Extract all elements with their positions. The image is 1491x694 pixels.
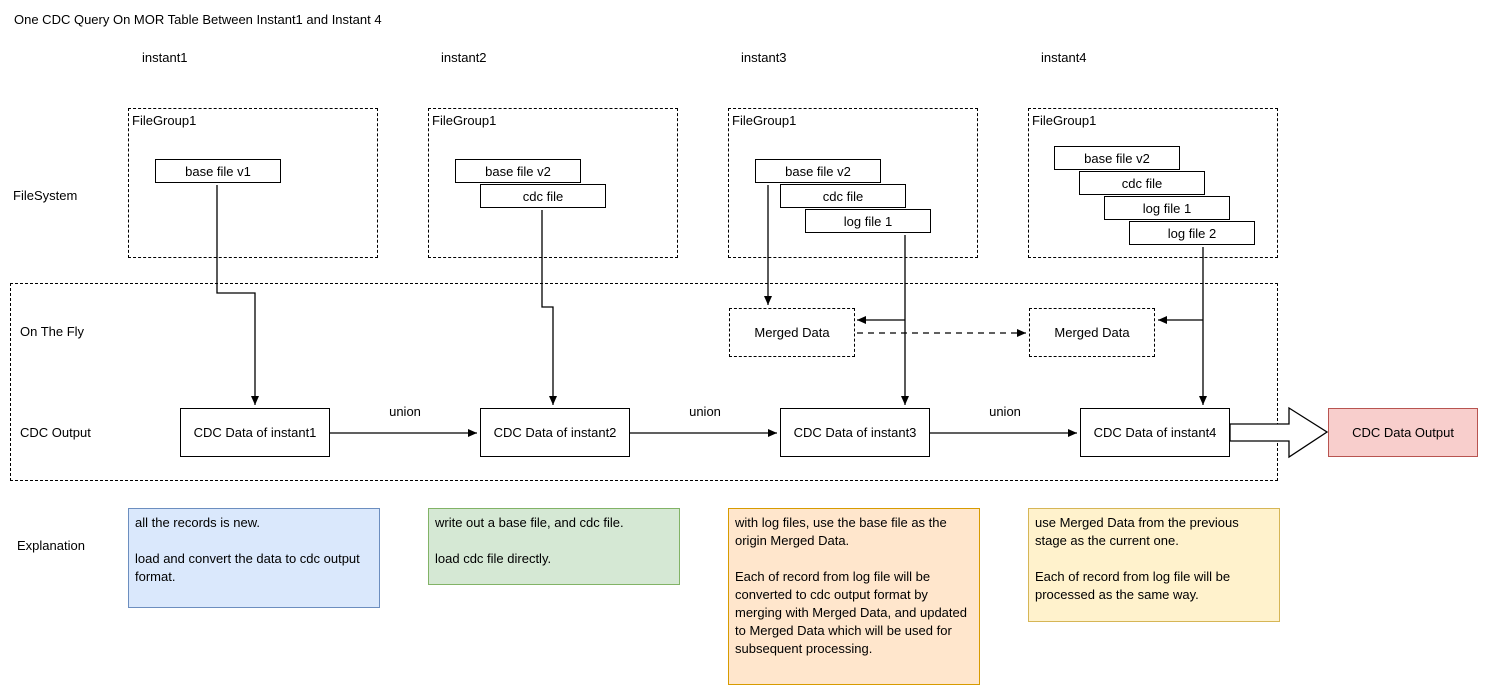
file-box-cdc: cdc file xyxy=(1079,171,1205,195)
filegroup-label: FileGroup1 xyxy=(132,113,197,128)
cdc-data-box-instant3: CDC Data of instant3 xyxy=(780,408,930,457)
merged-data-box-instant3: Merged Data xyxy=(729,308,855,357)
cdc-data-box-instant2: CDC Data of instant2 xyxy=(480,408,630,457)
column-header-instant2: instant2 xyxy=(441,50,487,65)
row-label-explanation: Explanation xyxy=(17,538,85,553)
file-box-base-v1: base file v1 xyxy=(155,159,281,183)
explanation-box-instant1: all the records is new. load and convert… xyxy=(128,508,380,608)
file-box-base-v2: base file v2 xyxy=(755,159,881,183)
filegroup-label: FileGroup1 xyxy=(732,113,797,128)
file-box-cdc: cdc file xyxy=(780,184,906,208)
explanation-box-instant3: with log files, use the base file as the… xyxy=(728,508,980,685)
row-label-cdc-output: CDC Output xyxy=(20,425,91,440)
file-box-base-v2: base file v2 xyxy=(455,159,581,183)
row-label-on-the-fly: On The Fly xyxy=(20,324,85,339)
explanation-box-instant4: use Merged Data from the previous stage … xyxy=(1028,508,1280,622)
column-header-instant4: instant4 xyxy=(1041,50,1087,65)
filegroup-label: FileGroup1 xyxy=(1032,113,1097,128)
union-label-1: union xyxy=(389,404,421,419)
filegroup-box-instant4: FileGroup1 xyxy=(1028,108,1278,258)
file-box-log1: log file 1 xyxy=(805,209,931,233)
filegroup-box-instant1: FileGroup1 xyxy=(128,108,378,258)
row-label-filesystem: FileSystem xyxy=(13,188,78,203)
diagram-title: One CDC Query On MOR Table Between Insta… xyxy=(14,12,382,27)
cdc-data-box-instant4: CDC Data of instant4 xyxy=(1080,408,1230,457)
explanation-box-instant2: write out a base file, and cdc file. loa… xyxy=(428,508,680,585)
filegroup-box-instant2: FileGroup1 xyxy=(428,108,678,258)
processing-container-box xyxy=(10,283,1278,481)
merged-data-box-instant4: Merged Data xyxy=(1029,308,1155,357)
union-label-3: union xyxy=(989,404,1021,419)
cdc-data-box-instant1: CDC Data of instant1 xyxy=(180,408,330,457)
cdc-data-output-box: CDC Data Output xyxy=(1328,408,1478,457)
file-box-cdc: cdc file xyxy=(480,184,606,208)
open-arrow-icon xyxy=(1229,406,1329,459)
filegroup-box-instant3: FileGroup1 xyxy=(728,108,978,258)
file-box-log2: log file 2 xyxy=(1129,221,1255,245)
column-header-instant3: instant3 xyxy=(741,50,787,65)
file-box-base-v2: base file v2 xyxy=(1054,146,1180,170)
file-box-log1: log file 1 xyxy=(1104,196,1230,220)
column-header-instant1: instant1 xyxy=(142,50,188,65)
union-label-2: union xyxy=(689,404,721,419)
filegroup-label: FileGroup1 xyxy=(432,113,497,128)
